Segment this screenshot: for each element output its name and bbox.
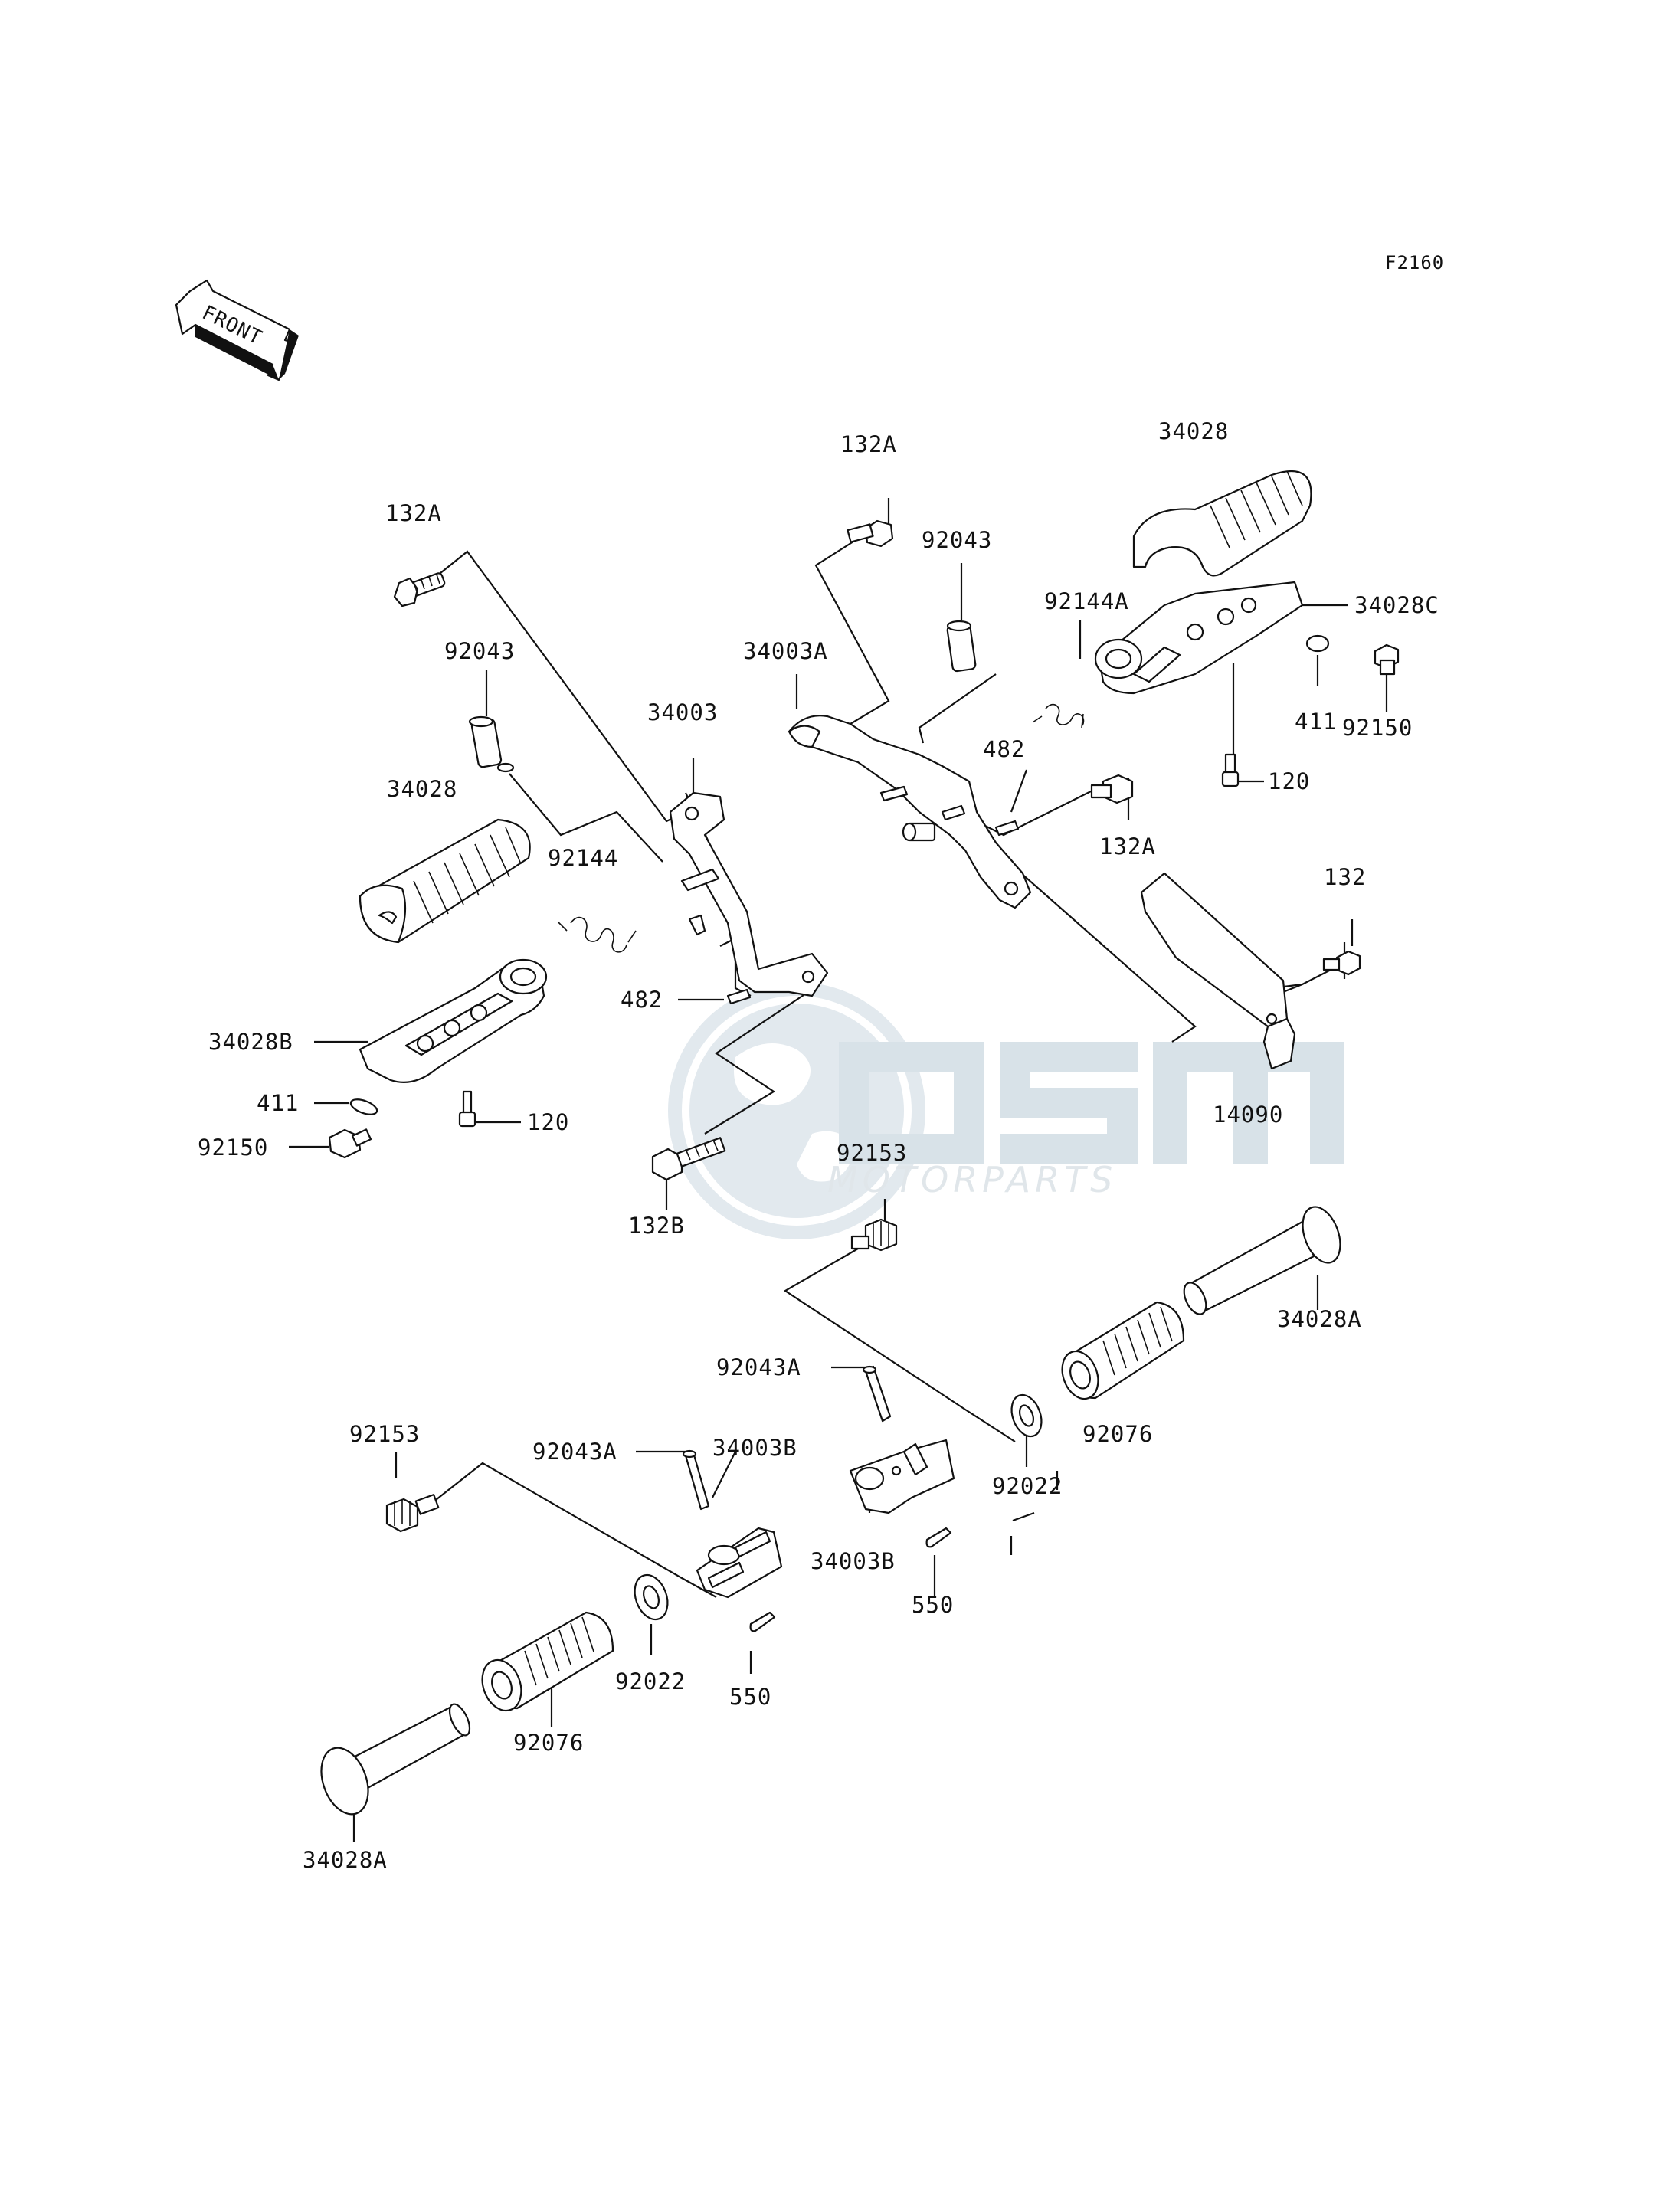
grip-rubber-92076-lower-icon [481,1611,614,1712]
callout-label: 34028C [1354,592,1439,618]
callout-label: 550 [912,1592,954,1618]
bolt-132a-right-mid-icon [1090,774,1134,804]
part-drawings [320,470,1400,1816]
bracket-34003-left-icon [669,791,829,997]
callout-label: 132B [628,1213,685,1239]
callout-label: 92043 [444,638,515,664]
screw-120-right-icon [1221,753,1240,787]
callout-label: 92153 [349,1421,420,1447]
callout-label: 482 [621,987,663,1013]
washer-482-right-icon [994,820,1020,837]
bolt-92150-left-icon [328,1128,372,1159]
callout-label: 411 [257,1090,299,1116]
spring-92144a-icon [1032,703,1085,729]
cotter-pin-550-lower-icon [749,1611,776,1632]
footpeg-rubber-34028-right-icon [1132,470,1312,577]
front-arrow-icon: FRONT [175,279,299,381]
watermark-tagline: MOTORPARTS [827,1159,1117,1200]
callout-label: 34003B [811,1548,896,1574]
cotter-pin-550-upper-icon [925,1527,952,1548]
callout-label: 132 [1324,864,1366,890]
peg-shaft-34028a-lower-icon [320,1703,471,1816]
washer-92022-lower-icon [634,1573,669,1621]
callout-label: 34003A [743,638,828,664]
callout-label: 14090 [1213,1102,1283,1128]
pin-92043-left-icon [468,715,515,773]
pin-92043a-upper-icon [862,1365,892,1423]
callout-label: 34003 [647,699,718,725]
callout-label: 92150 [1342,715,1413,741]
screw-120-left-icon [458,1090,476,1128]
callout-label: 92022 [992,1473,1063,1499]
pin-92043-right-icon [946,620,977,673]
bolt-132b-icon [651,1137,726,1181]
spring-92144-left-icon [557,916,637,953]
callout-label: 120 [1268,768,1310,794]
washer-411-right-icon [1305,634,1330,653]
callout-label: 34028 [387,776,457,802]
footpeg-rubber-34028-left-icon [359,818,531,944]
callout-label: 482 [983,736,1025,762]
callout-label: 120 [527,1109,569,1135]
callout-label: 34003B [712,1435,797,1461]
clevis-34003b-upper-icon [849,1439,955,1514]
washer-411-left-icon [349,1098,378,1115]
callout-label: 34028A [303,1847,388,1873]
bolt-132a-right-top-icon [847,519,894,548]
callout-label: 34028 [1158,418,1229,444]
callout-label: 92076 [1082,1421,1153,1447]
footpeg-34028b-left-icon [359,958,548,1083]
bolt-132a-left-icon [393,572,446,607]
clevis-34003b-lower-icon [696,1527,783,1599]
callout-label: 92043A [532,1439,617,1465]
callout-label: 34028A [1277,1306,1362,1332]
bolt-132-icon [1322,950,1361,976]
pin-92043a-lower-icon [682,1449,710,1511]
callout-label: 92043A [716,1354,801,1380]
callout-label: 92022 [615,1668,686,1694]
bolt-92153-upper-icon [850,1218,898,1252]
callout-label: 92076 [513,1730,584,1756]
watermark: MOTORPARTS [668,982,1344,1239]
callout-labels: 132A 92043 34028 92144 34003 482 34028B … [198,418,1439,1873]
footpeg-34028c-icon [1094,581,1304,695]
callout-label: 92153 [837,1140,907,1166]
bolt-92150-right-icon [1374,643,1400,676]
callout-label: 132A [840,431,897,457]
figure-code: F2160 [1385,252,1444,273]
callout-label: 92144A [1044,588,1129,614]
callout-label: 34028B [208,1029,293,1055]
heel-guard-14090-icon [1140,872,1296,1070]
callout-label: 92144 [548,845,618,871]
callout-label: 92043 [922,527,992,553]
washer-92022-upper-icon [1010,1393,1043,1438]
bracket-34003a-icon [788,715,1032,909]
watermark-brand [839,1042,1344,1164]
grip-rubber-92076-upper-icon [1061,1301,1185,1400]
callout-label: 550 [729,1684,771,1710]
callout-label: 132A [1099,833,1156,859]
peg-shaft-34028a-upper-icon [1183,1206,1341,1315]
washer-482-left-icon [726,988,752,1005]
callout-label: 411 [1295,709,1337,735]
callout-label: 132A [385,500,442,526]
bolt-92153-lower-icon [385,1493,440,1533]
callout-label: 92150 [198,1135,268,1161]
